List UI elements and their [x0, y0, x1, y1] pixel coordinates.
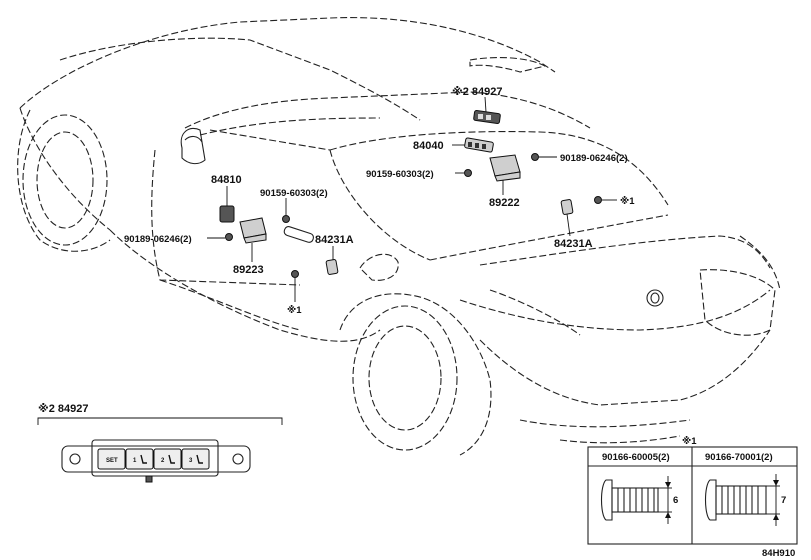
label-84231a-right: 84231A — [554, 238, 593, 250]
button-label-1: 1 — [133, 458, 137, 464]
screw-90159-left — [282, 215, 290, 223]
switch-body — [61, 445, 251, 473]
bolt-col-1-dimension: 6 — [673, 495, 678, 506]
switch-84231a-left-part — [325, 259, 339, 275]
screw-90189-right — [531, 153, 539, 161]
label-84040: 84040 — [413, 140, 444, 152]
inset-bolts: ※1 90166-60005(2) 90166-70001(2) 6 — [587, 436, 798, 545]
label-90189-right: 90189-06246(2) — [560, 153, 628, 164]
bolt-note1-right — [594, 196, 602, 204]
bolt-col-2-dimension: 7 — [781, 495, 786, 506]
label-89222: 89222 — [489, 197, 520, 209]
label-90189-left: 90189-06246(2) — [124, 234, 192, 245]
label-note1-left: ※1 — [287, 305, 302, 316]
inset-bolts-note: ※1 — [682, 436, 697, 447]
mount-hole-left — [69, 453, 81, 465]
switch-button-1 — [125, 448, 154, 470]
label-note1-right: ※1 — [620, 196, 635, 207]
switch-84810-part — [219, 205, 235, 223]
diagram-code: 84H910 — [762, 548, 795, 559]
bolt-col-1-part: 90166-60005(2) — [602, 452, 670, 463]
switch-button-set — [97, 448, 126, 470]
switch-button-3 — [181, 448, 210, 470]
bolt-note1-left — [291, 270, 299, 278]
button-label-2: 2 — [161, 458, 165, 464]
label-89223: 89223 — [233, 264, 264, 276]
label-84231a-left: 84231A — [315, 234, 354, 246]
label-84810: 84810 — [211, 174, 242, 186]
mount-hole-right — [232, 453, 244, 465]
label-90159-right: 90159-60303(2) — [366, 169, 434, 180]
inset-switch-title: ※2 84927 — [38, 403, 88, 415]
button-label-3: 3 — [189, 458, 193, 464]
label-90159-left: 90159-60303(2) — [260, 188, 328, 199]
seat-icon — [140, 454, 147, 464]
bolt-90166-60005-drawing — [600, 476, 672, 524]
seat-icon — [168, 454, 175, 464]
connector-84040-part — [464, 137, 494, 153]
ecu-89222-part — [489, 154, 521, 182]
switch-84927-part — [473, 109, 501, 125]
bolt-col-2-part: 90166-70001(2) — [705, 452, 773, 463]
switch-button-2 — [153, 448, 182, 470]
seat-icon — [196, 454, 203, 464]
screw-90189-left — [225, 233, 233, 241]
screw-90159-right — [464, 169, 472, 177]
button-label-set: SET — [106, 458, 118, 464]
car-body — [17, 17, 781, 456]
switch-84231a-right-part — [560, 199, 574, 215]
inset-switch: ※2 84927 SET 1 2 3 — [37, 403, 283, 483]
ecu-89223-part — [239, 217, 267, 244]
bolt-90166-70001-drawing — [704, 474, 780, 526]
label-84927-top: ※2 84927 — [452, 86, 502, 98]
